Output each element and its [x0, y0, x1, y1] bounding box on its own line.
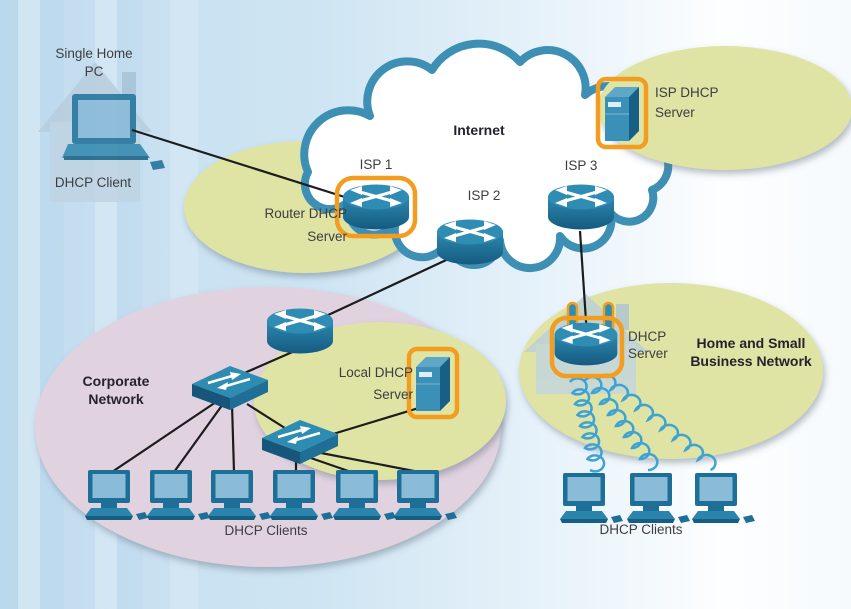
highlight-ring-local-server [406, 346, 460, 420]
corporate-router-icon [265, 307, 335, 355]
label-home-network-line2: Business Network [690, 353, 812, 369]
link-switch1-pc3 [230, 403, 236, 473]
label-home-clients: DHCP Clients [599, 522, 682, 537]
wireless-link-2 [582, 375, 659, 472]
wireless-links [568, 373, 717, 473]
label-local-dhcp-server-line2: Server [373, 387, 413, 402]
single-home-house-icon [38, 62, 165, 202]
zone-isp-dhcp [598, 46, 851, 170]
link-switch1-switch2 [246, 403, 289, 431]
label-single-home-caption: DHCP Client [55, 175, 132, 190]
label-isp3: ISP 3 [565, 158, 598, 173]
link-switch1-pc2 [173, 403, 224, 473]
label-isp-dhcp-server-line1: ISP DHCP [655, 85, 719, 100]
label-single-home-pc-line2: PC [85, 64, 104, 79]
highlight-ring-home-router [549, 315, 625, 379]
label-local-dhcp-server-line1: Local DHCP [339, 365, 413, 380]
laptop-icon [62, 94, 165, 170]
link-switch2-pc6 [315, 450, 420, 474]
highlight-ring-isp-server [595, 76, 649, 150]
home-wireless-router-icon [549, 301, 625, 379]
label-single-home-pc-line1: Single Home [55, 46, 132, 61]
label-isp-dhcp-server-line2: Server [655, 105, 695, 120]
label-corporate-network-line2: Network [88, 391, 143, 407]
label-isp1: ISP 1 [360, 157, 393, 172]
wireless-link-1 [568, 377, 606, 473]
link-homepc-isp1 [131, 128, 352, 201]
label-internet: Internet [453, 122, 505, 138]
label-router-dhcp-server-line1: Router DHCP [264, 206, 347, 221]
label-isp2: ISP 2 [468, 188, 501, 203]
wireless-link-3 [596, 373, 717, 472]
isp2-router-icon [435, 218, 505, 266]
isp3-router-icon [546, 183, 616, 231]
highlight-ring-isp1 [334, 175, 418, 239]
label-home-dhcp-server-line2: Server [628, 346, 668, 361]
label-corporate-clients: DHCP Clients [224, 523, 307, 538]
label-router-dhcp-server-line2: Server [307, 229, 347, 244]
label-home-dhcp-server-line1: DHCP [628, 329, 666, 344]
link-isp2-corporate-router [310, 254, 458, 324]
label-home-network-line1: Home and Small [697, 335, 806, 351]
link-switch1-pc1 [111, 401, 217, 473]
isp-dhcp-server-icon [595, 76, 649, 150]
local-dhcp-server-icon [406, 346, 460, 420]
isp1-router-icon [341, 183, 411, 231]
label-corporate-network-line1: Corporate [83, 373, 150, 389]
